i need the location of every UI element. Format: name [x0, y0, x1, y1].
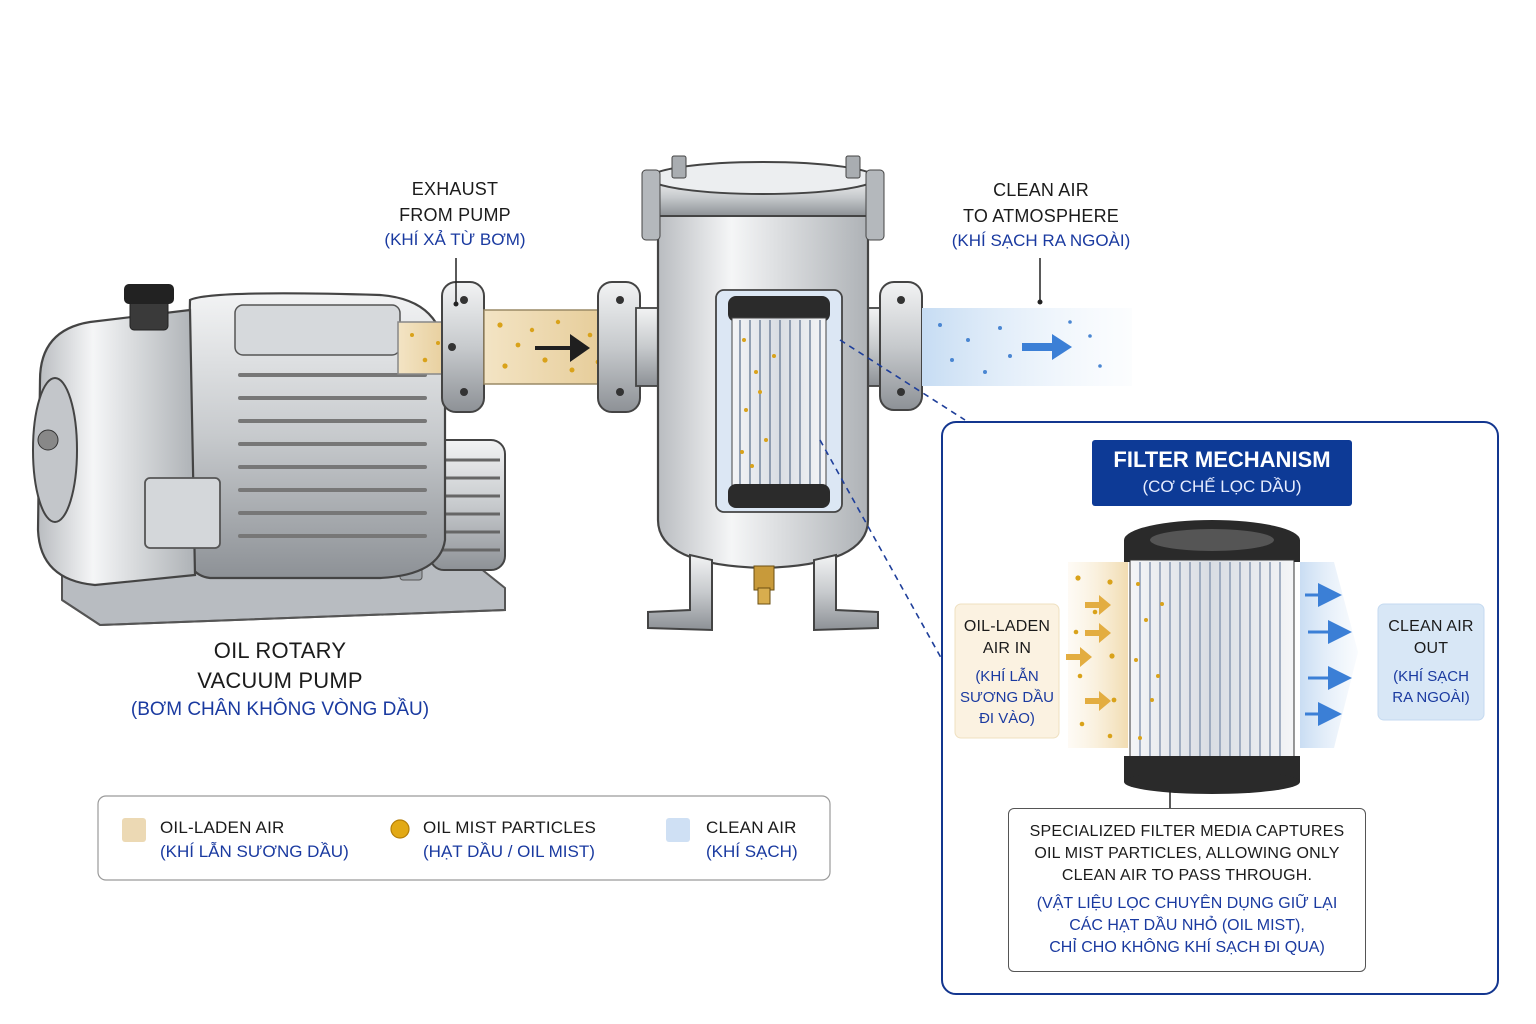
- exhaust-label: EXHAUST FROM PUMP (KHÍ XẢ TỪ BƠM): [360, 176, 550, 252]
- legend-oil-air-en: OIL-LADEN AIR: [160, 818, 285, 837]
- description-vi-3: CHỈ CHO KHÔNG KHÍ SẠCH ĐI QUA): [1049, 939, 1325, 956]
- mechanism-in-label: OIL-LADEN AIR IN (KHÍ LẪN SƯƠNG DẦU ĐI V…: [955, 616, 1059, 729]
- exhaust-label-en-1: EXHAUST: [411, 179, 499, 199]
- mechanism-out-label: CLEAN AIR OUT (KHÍ SẠCH RA NGOÀI): [1378, 616, 1484, 708]
- mechanism-in-vi-1: (KHÍ LẪN: [975, 668, 1039, 685]
- vacuum-pump-illustration: [32, 284, 506, 627]
- pump-label-vi: (BƠM CHÂN KHÔNG VÒNG DẦU): [130, 699, 430, 720]
- mechanism-subtitle: (CƠ CHẾ LỌC DẦU): [1142, 477, 1302, 496]
- mechanism-title: FILTER MECHANISM: [1113, 447, 1331, 472]
- mechanism-in-vi-2: SƯƠNG DẦU: [959, 689, 1054, 706]
- mechanism-in-vi-3: ĐI VÀO): [979, 710, 1035, 727]
- mechanism-title-box: FILTER MECHANISM (CƠ CHẾ LỌC DẦU): [1092, 440, 1352, 506]
- filter-cartridge-illustration: [1066, 520, 1358, 808]
- legend-item-oil-air: OIL-LADEN AIR (KHÍ LẪN SƯƠNG DẦU): [160, 816, 349, 864]
- legend-oil-air-vi: (KHÍ LẪN SƯƠNG DẦU): [160, 842, 349, 861]
- clean-air-out-label-vi: (KHÍ SẠCH RA NGOÀI): [951, 231, 1131, 250]
- mechanism-in-en-1: OIL-LADEN: [963, 618, 1051, 635]
- legend-swatch-oil-air: [122, 818, 146, 842]
- description-en-2: OIL MIST PARTICLES, ALLOWING ONLY: [1034, 845, 1340, 862]
- legend-clean-air-en: CLEAN AIR: [706, 818, 797, 837]
- clean-air-out-label-en-2: TO ATMOSPHERE: [963, 206, 1119, 226]
- description-en-3: CLEAN AIR TO PASS THROUGH.: [1061, 867, 1313, 884]
- legend-swatch-clean-air: [666, 818, 690, 842]
- mechanism-in-en-2: AIR IN: [982, 640, 1032, 657]
- filter-housing-illustration: [635, 155, 923, 632]
- clean-air-out-label: CLEAN AIR TO ATMOSPHERE (KHÍ SẠCH RA NGO…: [930, 177, 1152, 253]
- clean-air-flow: [922, 308, 1132, 386]
- description-vi-1: (VẬT LIỆU LỌC CHUYÊN DỤNG GIỮ LẠI: [1036, 895, 1338, 912]
- pump-label-en-1: OIL ROTARY: [213, 638, 347, 663]
- pump-label-en-2: VACUUM PUMP: [197, 668, 363, 693]
- mechanism-out-vi-2: RA NGOÀI): [1392, 689, 1470, 706]
- description-vi-2: CÁC HẠT DẦU NHỎ (OIL MIST),: [1069, 917, 1305, 934]
- mechanism-out-vi-1: (KHÍ SẠCH: [1393, 668, 1469, 685]
- legend-swatch-oil-mist: [390, 819, 410, 839]
- mechanism-out-en-1: CLEAN AIR: [1388, 618, 1474, 635]
- legend-item-oil-mist: OIL MIST PARTICLES (HẠT DẦU / OIL MIST): [423, 816, 596, 864]
- clean-air-out-label-en-1: CLEAN AIR: [993, 180, 1089, 200]
- legend-item-clean-air: CLEAN AIR (KHÍ SẠCH): [706, 816, 798, 864]
- description-en-1: SPECIALIZED FILTER MEDIA CAPTURES: [1029, 823, 1345, 840]
- mechanism-out-en-2: OUT: [1413, 640, 1449, 657]
- legend-clean-air-vi: (KHÍ SẠCH): [706, 842, 798, 861]
- exhaust-pipe: [410, 281, 641, 413]
- pump-label: OIL ROTARY VACUUM PUMP (BƠM CHÂN KHÔNG V…: [100, 636, 460, 724]
- mechanism-description: SPECIALIZED FILTER MEDIA CAPTURES OIL MI…: [1008, 808, 1366, 972]
- exhaust-label-vi: (KHÍ XẢ TỪ BƠM): [384, 230, 526, 249]
- legend-oil-mist-en: OIL MIST PARTICLES: [423, 818, 597, 837]
- exhaust-label-en-2: FROM PUMP: [399, 205, 511, 225]
- legend-oil-mist-vi: (HẠT DẦU / OIL MIST): [423, 842, 595, 861]
